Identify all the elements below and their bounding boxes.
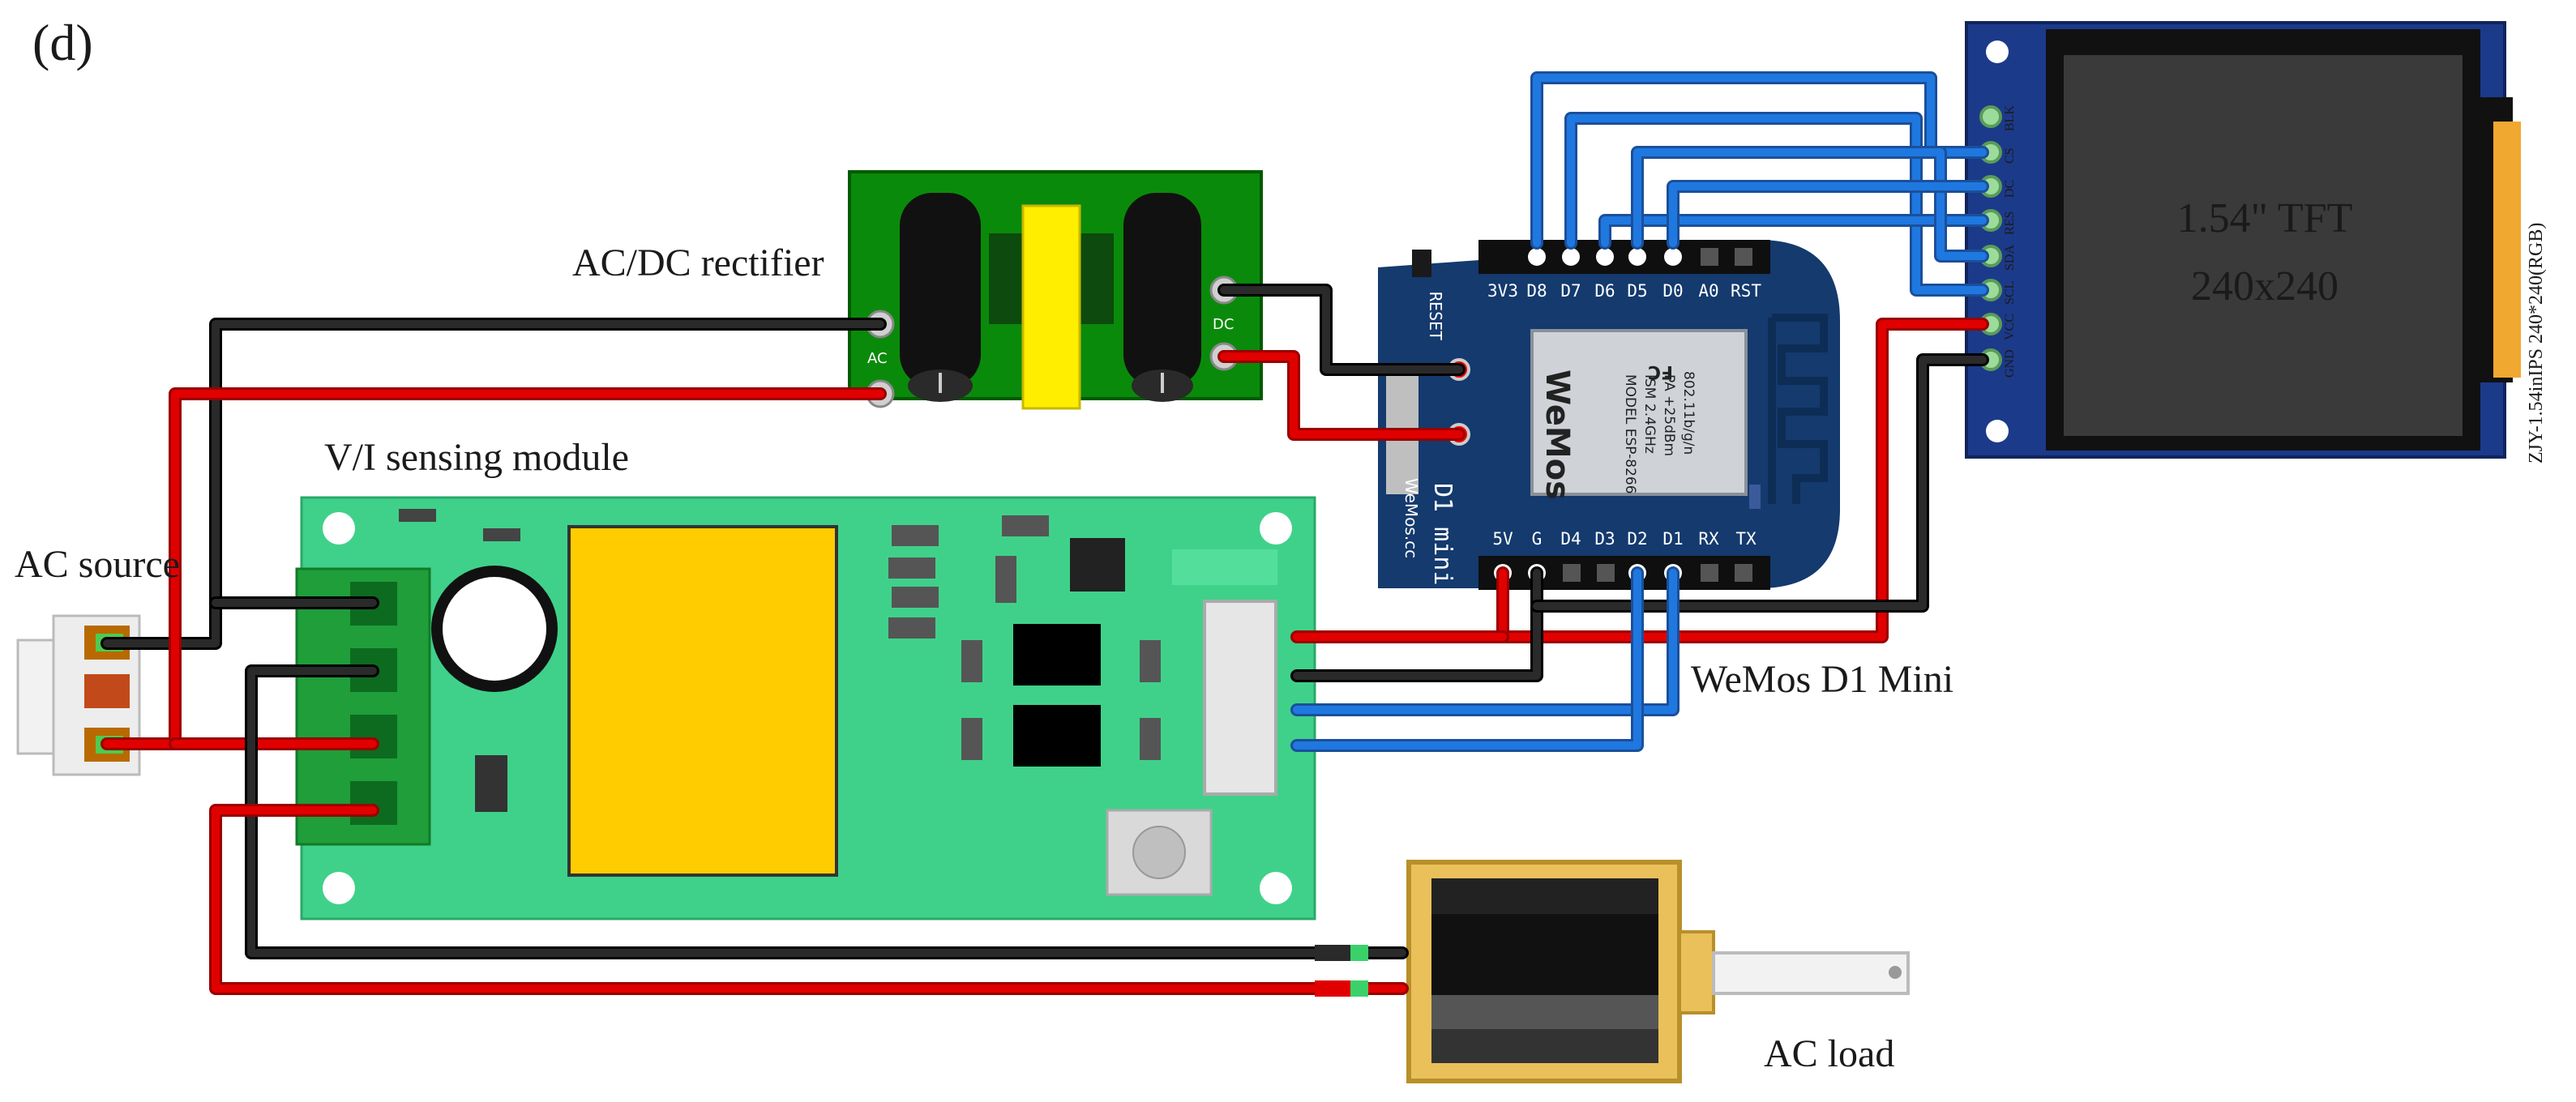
tft-pin-dc: DC <box>2003 180 2017 198</box>
wemos-pin-3v3: 3V3 <box>1487 281 1518 301</box>
tft-side-text: ZJY-1.54inIPS 240*240(RGB) <box>2526 223 2547 463</box>
wemos-pin-d8: D8 <box>1526 281 1547 301</box>
module-std: 802.11b/g/n <box>1680 371 1697 455</box>
rectifier-ac-mark: AC <box>867 350 888 367</box>
rectifier-dc-mark: DC <box>1213 316 1234 333</box>
wemos-pin-d4: D4 <box>1560 529 1581 549</box>
tft-pin-gnd: GND <box>2003 349 2017 378</box>
tft-screen-resolution: 240x240 <box>2191 263 2339 310</box>
wemos-pin-d7: D7 <box>1560 281 1581 301</box>
vi-sensing-module <box>295 496 1316 920</box>
tft-pin-res: RES <box>2003 211 2017 235</box>
wemos-reset-label: RESET <box>1426 292 1445 340</box>
tft-screen-title: 1.54" TFT <box>2177 195 2353 241</box>
wemos-bottom-pin-labels: 5V G D4 D3 D2 D1 RX TX <box>1492 529 1757 549</box>
tft-display: BLK CS DC RES SDA SCL VCC GND 1.54" TFT … <box>1965 21 2547 463</box>
wemos-pin-d2: D2 <box>1627 529 1647 549</box>
wemos-pin-d3: D3 <box>1594 529 1615 549</box>
tft-pin-vcc: VCC <box>2003 314 2017 340</box>
label-ac-source: AC source <box>15 543 180 586</box>
tft-pin-cs: CS <box>2003 147 2017 164</box>
ac-dc-rectifier-board: AC DC <box>848 170 1263 410</box>
wemos-board-name: D1 mini <box>1428 483 1457 585</box>
label-wemos-d1-mini: WeMos D1 Mini <box>1691 658 1953 701</box>
wemos-top-pin-labels: 3V3 D8 D7 D6 D5 D0 A0 RST <box>1487 281 1761 301</box>
wemos-pin-tx: TX <box>1735 529 1757 549</box>
module-brand: WeMos <box>1538 369 1576 500</box>
panel-label: (d) <box>32 14 93 71</box>
label-ac-load: AC load <box>1764 1032 1894 1075</box>
wemos-pin-d6: D6 <box>1594 281 1615 301</box>
wemos-pin-d0: D0 <box>1662 281 1683 301</box>
wemos-pin-d1: D1 <box>1662 529 1683 549</box>
label-ac-dc-rectifier: AC/DC rectifier <box>572 241 824 284</box>
module-fc: FC <box>1648 361 1673 382</box>
wemos-site: WeMos.cc <box>1401 478 1421 558</box>
wemos-d1-mini-board: 3V3 D8 D7 D6 D5 D0 A0 RST 5V G D4 D3 D2 … <box>1378 240 1840 590</box>
wemos-pin-rx: RX <box>1698 529 1719 549</box>
wemos-pin-a0: A0 <box>1698 281 1718 301</box>
ac-load-solenoid <box>1406 860 1910 1083</box>
wemos-pin-rst: RST <box>1731 281 1761 301</box>
module-model: MODEL ESP-8266 <box>1622 374 1638 494</box>
module-band: ISM 2.4GHz <box>1641 374 1658 454</box>
wemos-pin-5v: 5V <box>1492 529 1513 549</box>
module-power: PA +25dBm <box>1661 374 1677 456</box>
wemos-pin-g: G <box>1532 529 1543 549</box>
tft-pin-labels: BLK CS DC RES SDA SCL VCC GND <box>2003 105 2017 378</box>
label-vi-sensing-module: V/I sensing module <box>324 436 629 479</box>
tft-pin-sda: SDA <box>2003 245 2017 271</box>
wires <box>101 71 1989 997</box>
tft-pin-blk: BLK <box>2003 105 2017 131</box>
wemos-pin-d5: D5 <box>1627 281 1647 301</box>
tft-pin-scl: SCL <box>2003 281 2017 305</box>
